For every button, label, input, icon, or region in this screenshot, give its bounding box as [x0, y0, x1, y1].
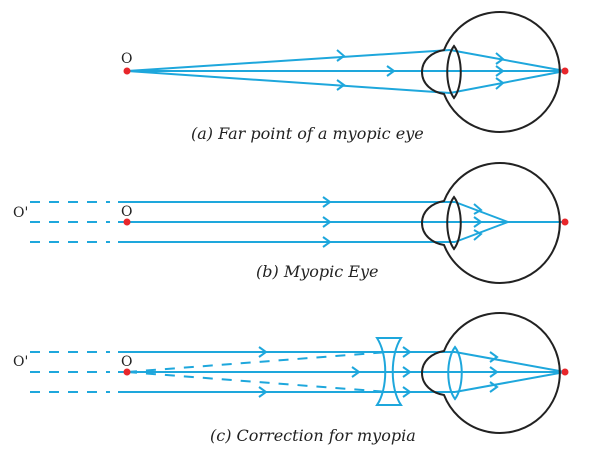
caption-c: (c) Correction for myopia — [210, 426, 416, 445]
retina-point — [561, 218, 569, 226]
panel-a: O (a) Far point of a myopic eye — [121, 11, 569, 143]
arrow-head — [473, 229, 483, 241]
ray-top-refracted — [454, 201, 509, 223]
arrow-head — [495, 77, 505, 90]
ray-top-refracted — [454, 351, 566, 373]
eye-lens — [446, 44, 462, 100]
ray-top — [126, 49, 451, 72]
retina-point — [561, 67, 569, 75]
label-o: O — [121, 51, 132, 67]
arrow-head — [322, 236, 332, 248]
ray-top-refracted — [449, 49, 566, 72]
arrow-head — [258, 346, 268, 358]
arrow-head — [402, 346, 412, 358]
eye-lens — [447, 345, 463, 401]
concave-lens — [375, 337, 403, 406]
eyeball-outline — [420, 162, 561, 284]
ray-bottom-refracted — [449, 70, 566, 94]
arrow-head — [489, 381, 499, 393]
arrow-head — [489, 351, 499, 363]
point-o — [123, 218, 131, 226]
arrow-head — [495, 52, 505, 65]
arrow-head — [322, 216, 332, 228]
arrow-head — [336, 79, 346, 91]
panel-b: O' O (b) Myopic Eye — [13, 162, 569, 284]
diverging-virtual-ray-bottom — [126, 371, 389, 393]
point-o — [123, 67, 131, 75]
eyeball-outline — [420, 11, 561, 133]
label-o-prime: O' — [13, 354, 28, 370]
arrow-head — [336, 49, 346, 62]
arrow-head — [473, 216, 483, 228]
arrow-head — [402, 366, 412, 378]
arrow-head — [386, 65, 396, 77]
arrow-head — [322, 196, 332, 208]
point-o — [123, 368, 131, 376]
arrow-head — [258, 386, 268, 398]
label-o: O — [121, 204, 132, 220]
label-o: O — [121, 354, 132, 370]
caption-a: (a) Far point of a myopic eye — [191, 124, 424, 143]
arrow-head — [495, 65, 505, 77]
panel-c: O' O (c) Correction for myopia — [13, 312, 569, 445]
ray-bottom — [126, 70, 451, 94]
arrow-head — [402, 386, 412, 398]
arrow-head — [351, 366, 361, 378]
retina-point — [561, 368, 569, 376]
ray-bottom-refracted — [454, 371, 566, 393]
diverging-virtual-ray-top — [126, 351, 389, 373]
eye-lens — [446, 195, 462, 251]
eyeball-outline — [420, 312, 561, 434]
label-o-prime: O' — [13, 205, 28, 221]
arrow-head — [473, 203, 483, 215]
caption-b: (b) Myopic Eye — [256, 262, 378, 281]
arrow-head — [489, 366, 499, 378]
ray-bottom-refracted — [454, 221, 509, 243]
